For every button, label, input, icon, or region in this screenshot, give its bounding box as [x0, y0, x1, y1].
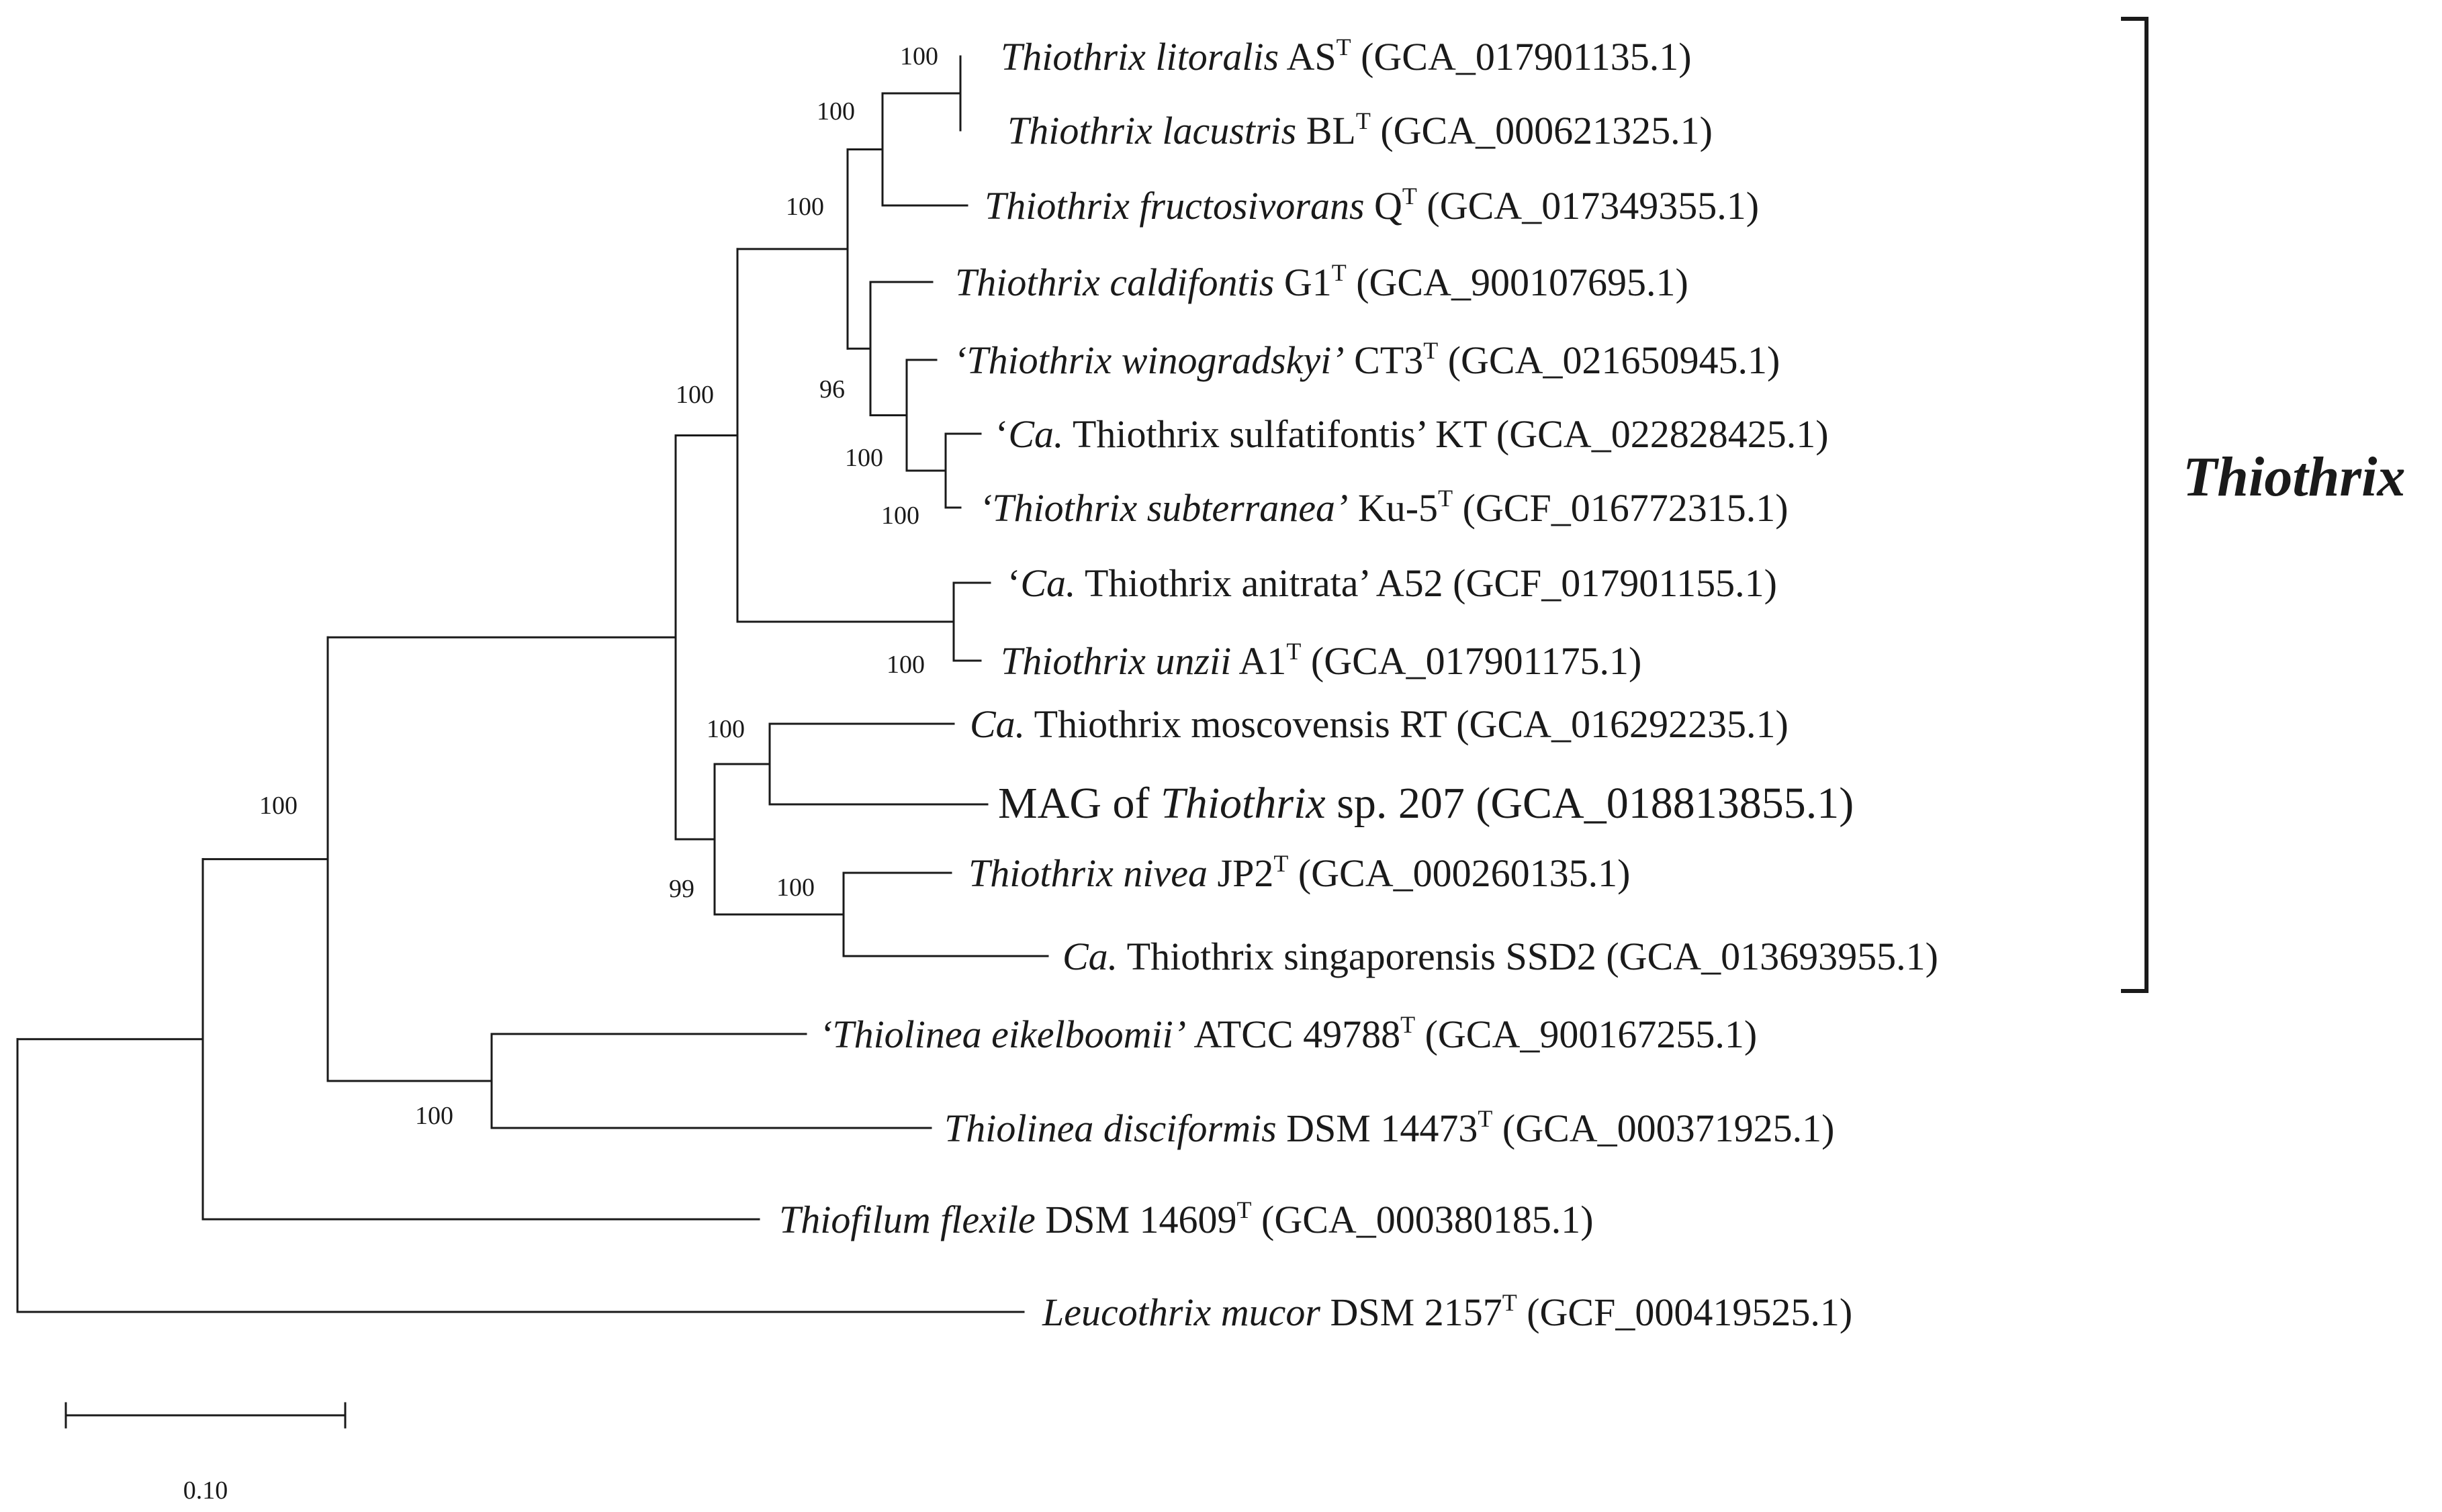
- taxon-label-part: CT3: [1345, 338, 1424, 382]
- taxon-label-sulfatifontis: ‘Ca. Thiothrix sulfatifontis’ KT (GCA_02…: [995, 412, 1829, 456]
- taxon-label-part: ATCC 49788: [1186, 1012, 1400, 1056]
- taxon-label-part: ‘Thiolinea eikelboomii’: [819, 1012, 1186, 1056]
- support-value-lower-thiothrix: 99: [669, 875, 694, 903]
- taxon-label-unzii: Thiothrix unzii A1T (GCA_017901175.1): [1001, 638, 1641, 683]
- scale-bar: 0.10: [64, 1402, 347, 1505]
- scale-bar-label: 0.10: [183, 1476, 228, 1505]
- taxon-label-part: AS: [1279, 35, 1336, 79]
- taxon-label-winogradskyi: ‘Thiothrix winogradskyi’ CT3T (GCA_02165…: [954, 337, 1780, 382]
- taxon-label-part: DSM 2157: [1320, 1290, 1502, 1334]
- taxon-label-part: JP2: [1208, 851, 1273, 895]
- support-value-plus-fructosivorans: 100: [817, 97, 855, 126]
- taxon-label-part: (GCA_000621325.1): [1371, 109, 1713, 152]
- taxon-label-moscovensis: Ca. Thiothrix moscovensis RT (GCA_016292…: [970, 702, 1789, 746]
- taxon-label-mag207: MAG of Thiothrix sp. 207 (GCA_018813855.…: [998, 779, 1854, 828]
- taxon-label-part: ‘Thiothrix winogradskyi’: [954, 338, 1345, 382]
- taxon-label-part: BL: [1296, 109, 1356, 152]
- taxon-label-flexile: Thiofilum flexile DSM 14609T (GCA_000380…: [779, 1196, 1594, 1241]
- taxon-label-part: T: [1356, 107, 1371, 134]
- taxon-label-part: Thiothrix moscovensis RT (GCA_016292235.…: [1025, 702, 1789, 746]
- taxon-label-part: T: [1423, 337, 1438, 364]
- taxon-label-part: A1: [1231, 639, 1286, 683]
- taxon-label-part: ‘: [1007, 561, 1020, 605]
- taxon-label-eikelboomii: ‘Thiolinea eikelboomii’ ATCC 49788T (GCA…: [819, 1011, 1757, 1056]
- taxon-label-mucor: Leucothrix mucor DSM 2157T (GCF_00041952…: [1042, 1289, 1852, 1334]
- taxon-label-disciformis: Thiolinea disciformis DSM 14473T (GCA_00…: [944, 1105, 1834, 1150]
- taxon-label-part: MAG of: [998, 779, 1161, 828]
- taxon-label-part: Thiothrix singaporensis SSD2 (GCA_013693…: [1118, 935, 1938, 978]
- taxon-label-part: ‘Thiothrix subterranea’: [979, 486, 1348, 530]
- taxon-label-part: (GCA_900107695.1): [1347, 261, 1688, 304]
- taxon-label-caldifontis: Thiothrix caldifontis G1T (GCA_900107695…: [955, 259, 1688, 304]
- taxon-label-part: Thiothrix fructosivorans: [985, 184, 1365, 228]
- taxon-label-part: sp. 207 (GCA_018813855.1): [1326, 779, 1854, 828]
- taxon-label-part: Thiothrix caldifontis: [955, 261, 1274, 304]
- taxon-label-part: Ca.: [1020, 561, 1075, 605]
- taxon-label-litoralis: Thiothrix litoralis AST (GCA_017901135.1…: [1001, 34, 1692, 79]
- support-values: 100 100 100 100 100 96 100 100 100 100 99 100 100: [259, 42, 938, 1130]
- taxon-label-part: G1: [1274, 261, 1331, 304]
- taxon-label-part: Thiothrix anitrata’ A52 (GCF_017901155.1…: [1076, 561, 1777, 605]
- taxon-label-part: T: [1286, 638, 1301, 665]
- taxon-label-part: T: [1337, 34, 1351, 60]
- support-value-nivea-singaporensis: 100: [776, 873, 815, 902]
- taxon-label-part: ‘: [995, 412, 1008, 456]
- taxon-label-part: T: [1273, 850, 1288, 877]
- taxon-label-part: Leucothrix mucor: [1042, 1290, 1320, 1334]
- taxon-label-part: T: [1400, 1011, 1415, 1038]
- taxon-label-part: Ca.: [1062, 935, 1118, 978]
- taxon-label-part: Ku-5: [1348, 486, 1438, 530]
- taxon-labels: Thiothrix litoralis AST (GCA_017901135.1…: [779, 34, 1938, 1334]
- taxon-label-part: (GCA_000371925.1): [1492, 1106, 1834, 1150]
- taxon-label-singaporensis: Ca. Thiothrix singaporensis SSD2 (GCA_01…: [1062, 935, 1938, 978]
- taxon-label-part: T: [1502, 1289, 1517, 1316]
- thiothrix-clade-bracket: [2121, 17, 2149, 993]
- taxon-label-part: (GCA_017901135.1): [1351, 35, 1692, 79]
- taxon-label-part: DSM 14609: [1036, 1198, 1237, 1241]
- taxon-label-part: Q: [1365, 184, 1402, 228]
- taxon-label-part: T: [1438, 485, 1453, 512]
- support-value-group-a: 100: [786, 193, 824, 221]
- support-value-upper-thiothrix: 100: [676, 381, 714, 409]
- taxon-label-part: Thiothrix sulfatifontis’ KT (GCA_0228284…: [1064, 412, 1829, 456]
- taxon-label-part: T: [1332, 259, 1347, 286]
- taxon-label-part: DSM 14473: [1277, 1106, 1478, 1150]
- support-value-anitrata-unzii: 100: [887, 651, 925, 679]
- support-value-thiolinea: 100: [415, 1102, 453, 1130]
- support-value-thiothrix-thiolinea: 100: [259, 792, 298, 820]
- taxon-label-part: T: [1237, 1196, 1252, 1223]
- support-value-litoralis-lacustris: 100: [900, 42, 938, 70]
- taxon-label-part: Thiothrix litoralis: [1001, 35, 1279, 79]
- taxon-label-part: (GCA_017349355.1): [1417, 184, 1759, 228]
- taxon-label-lacustris: Thiothrix lacustris BLT (GCA_000621325.1…: [1007, 107, 1713, 152]
- taxon-label-part: (GCA_017901175.1): [1301, 639, 1641, 683]
- taxon-label-part: (GCA_000380185.1): [1252, 1198, 1594, 1241]
- taxon-label-part: Thiolinea disciformis: [944, 1106, 1277, 1150]
- taxon-label-part: (GCF_000419525.1): [1517, 1290, 1852, 1334]
- taxon-label-anitrata: ‘Ca. Thiothrix anitrata’ A52 (GCF_017901…: [1007, 561, 1777, 605]
- taxon-label-part: Thiothrix: [1161, 779, 1326, 828]
- taxon-label-part: Thiofilum flexile: [779, 1198, 1036, 1241]
- taxon-label-fructosivorans: Thiothrix fructosivorans QT (GCA_0173493…: [985, 183, 1759, 228]
- taxon-label-part: Ca.: [970, 702, 1025, 746]
- taxon-label-part: Thiothrix nivea: [968, 851, 1208, 895]
- taxon-label-part: (GCA_000260135.1): [1288, 851, 1630, 895]
- taxon-label-part: (GCA_021650945.1): [1438, 338, 1780, 382]
- clade-label: Thiothrix: [2183, 446, 2405, 508]
- taxon-label-part: (GCF_016772315.1): [1453, 486, 1788, 530]
- taxon-label-part: T: [1478, 1105, 1492, 1132]
- taxon-label-subterranea: ‘Thiothrix subterranea’ Ku-5T (GCF_01677…: [979, 485, 1789, 530]
- support-value-moscovensis-mag207: 100: [707, 715, 745, 743]
- taxon-label-nivea: Thiothrix nivea JP2T (GCA_000260135.1): [968, 850, 1630, 895]
- support-value-sulfatifontis-subterranea: 100: [845, 444, 883, 472]
- tree-branches: [16, 55, 1049, 1313]
- taxon-label-part: Thiothrix unzii: [1001, 639, 1231, 683]
- taxon-label-part: (GCA_900167255.1): [1415, 1012, 1757, 1056]
- support-value-plus-caldifontis: 96: [819, 375, 845, 404]
- taxon-label-part: T: [1402, 183, 1417, 209]
- taxon-label-part: Thiothrix lacustris: [1007, 109, 1296, 152]
- taxon-label-part: Ca.: [1008, 412, 1063, 456]
- support-value-plus-winogradskyi: 100: [881, 502, 919, 530]
